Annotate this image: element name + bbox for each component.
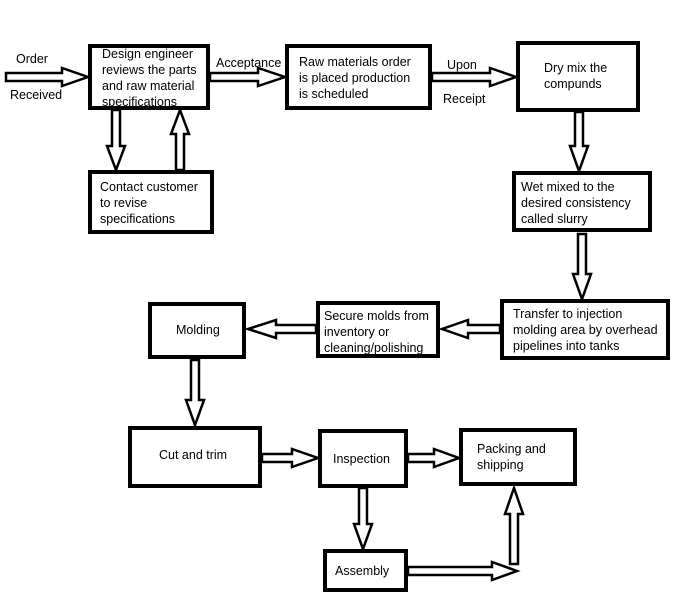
arrow-inspection-to-assembly [352, 486, 374, 553]
label-received: Received [10, 88, 62, 102]
node-line: Contact customer [100, 180, 198, 194]
node-line: Cut and trim [159, 448, 227, 462]
node-line: is placed production [299, 71, 410, 85]
node-inspection: Inspection [318, 429, 408, 488]
node-line: desired consistency [521, 196, 632, 210]
node-text: Wet mixed to the desired consistency cal… [521, 180, 634, 226]
node-line: Dry mix the [544, 61, 607, 75]
node-text: Raw materials order is placed production… [299, 55, 414, 101]
node-line: Transfer to injection [513, 307, 622, 321]
node-line: shipping [477, 458, 524, 472]
node-line: Secure molds from [324, 309, 429, 323]
arrow-inspection-to-packing [406, 447, 463, 469]
node-contact-customer: Contact customer to revise specification… [88, 170, 214, 234]
label-receipt: Receipt [443, 92, 486, 106]
label-upon: Upon [447, 58, 477, 72]
node-line: reviews the parts [102, 63, 196, 77]
node-secure-molds: Secure molds from inventory or cleaning/… [316, 301, 440, 358]
arrow-order-to-design [4, 66, 92, 88]
node-line: specifications [102, 95, 177, 109]
node-packing-shipping: Packing and shipping [459, 428, 577, 486]
node-text: Design engineer reviews the parts and ra… [102, 47, 200, 109]
arrow-transfer-to-secure [438, 318, 502, 340]
node-line: Design engineer [102, 47, 193, 61]
node-assembly: Assembly [323, 549, 408, 592]
label-order: Order [16, 52, 48, 66]
node-text: Assembly [335, 564, 390, 578]
node-text: Packing and shipping [477, 442, 549, 472]
node-transfer: Transfer to injection molding area by ov… [500, 299, 670, 360]
node-line: Wet mixed to the [521, 180, 615, 194]
node-line: is scheduled [299, 87, 369, 101]
node-text: Transfer to injection molding area by ov… [513, 307, 661, 353]
arrow-wet-to-transfer [571, 232, 593, 303]
node-line: cleaning/polishing [324, 341, 423, 355]
node-text: Molding [176, 323, 220, 337]
arrow-molding-to-cut [184, 358, 206, 429]
node-line: inventory or [324, 325, 389, 339]
node-raw-materials: Raw materials order is placed production… [285, 44, 432, 110]
node-text: Inspection [333, 452, 390, 466]
arrow-design-to-raw [208, 66, 289, 88]
arrow-assembly-right [406, 560, 521, 582]
arrow-dry-to-wet [568, 110, 590, 175]
arrow-up-to-packing [503, 484, 525, 566]
node-line: Molding [176, 323, 220, 337]
node-text: Dry mix the compunds [544, 61, 611, 91]
node-text: Contact customer to revise specification… [100, 180, 201, 226]
arrow-secure-to-molding [243, 318, 318, 340]
node-line: to revise [100, 196, 147, 210]
node-line: called slurry [521, 212, 588, 226]
arrow-design-to-contact [105, 108, 127, 174]
node-line: specifications [100, 212, 175, 226]
node-dry-mix: Dry mix the compunds [516, 41, 640, 112]
node-line: Raw materials order [299, 55, 411, 69]
node-cut-and-trim: Cut and trim [128, 426, 262, 488]
node-molding: Molding [148, 302, 246, 359]
label-acceptance: Acceptance [216, 56, 281, 70]
arrow-cut-to-inspection [260, 447, 322, 469]
node-line: Assembly [335, 564, 390, 578]
node-line: Packing and [477, 442, 546, 456]
node-line: molding area by overhead [513, 323, 658, 337]
arrow-contact-to-design [169, 106, 191, 172]
arrow-raw-to-dry [430, 66, 520, 88]
node-text: Cut and trim [159, 448, 227, 462]
node-text: Secure molds from inventory or cleaning/… [324, 309, 432, 355]
node-design-engineer: Design engineer reviews the parts and ra… [88, 44, 210, 110]
node-wet-mixed: Wet mixed to the desired consistency cal… [512, 171, 652, 232]
node-line: compunds [544, 77, 602, 91]
node-line: and raw material [102, 79, 194, 93]
node-line: Inspection [333, 452, 390, 466]
node-line: pipelines into tanks [513, 339, 619, 353]
